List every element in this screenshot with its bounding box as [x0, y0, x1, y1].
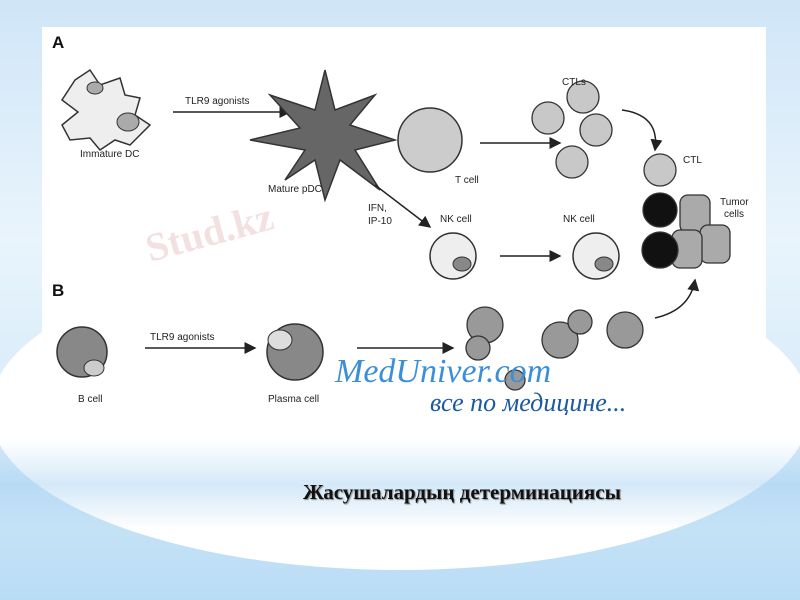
mature-pdc-cell	[249, 69, 398, 203]
b-cell-label: B cell	[78, 394, 102, 405]
organelle	[86, 81, 104, 95]
t-cell-label: T cell	[455, 175, 479, 186]
nk-cell-label: NK cell	[440, 214, 472, 225]
tumor-label: Tumor	[720, 197, 749, 208]
immature-dc-cell	[60, 68, 152, 151]
ifn-label: IFN,	[368, 203, 387, 214]
arrow	[374, 184, 432, 228]
nk-cell-2	[572, 232, 620, 280]
tlr9-label-a: TLR9 agonists	[185, 96, 249, 107]
nucleus	[116, 112, 140, 132]
arrow	[654, 278, 700, 319]
ip10-label: IP-10	[368, 216, 392, 227]
diagram-svg: Stud.kz A B Immature DC TLR9 agonists Ma…	[52, 33, 749, 415]
nucleus	[267, 329, 293, 351]
tumor-cells	[641, 192, 731, 269]
panel-a-label: A	[52, 33, 64, 52]
nk-cell	[429, 232, 477, 280]
meduniver-subtitle-watermark: все по медицине...	[430, 388, 626, 415]
nucleus	[452, 256, 472, 272]
nucleus	[594, 256, 614, 272]
arrow	[621, 109, 663, 152]
ctls-label: CTLs	[562, 77, 586, 88]
plasma-cell-label: Plasma cell	[268, 394, 319, 405]
meduniver-watermark: MedUniver.com	[334, 353, 551, 390]
mature-pdc-label: Mature pDC	[268, 184, 322, 195]
nucleus	[83, 359, 105, 377]
ctl-label: CTL	[683, 155, 702, 166]
stud-watermark: Stud.kz	[141, 194, 278, 271]
immature-dc-label: Immature DC	[80, 149, 139, 160]
cell-diagram-figure: Stud.kz A B Immature DC TLR9 agonists Ma…	[42, 27, 766, 415]
slide-stripe	[0, 440, 800, 530]
plasma-cell-cluster	[465, 306, 644, 391]
ctl-cluster	[531, 80, 677, 187]
slide-title: Жасушалардың детерминациясы	[303, 480, 621, 504]
nk-cell-2-label: NK cell	[563, 214, 595, 225]
tlr9-label-b: TLR9 agonists	[150, 332, 214, 343]
panel-b-label: B	[52, 281, 64, 300]
t-cell	[397, 107, 463, 173]
cells-label: cells	[724, 209, 744, 220]
